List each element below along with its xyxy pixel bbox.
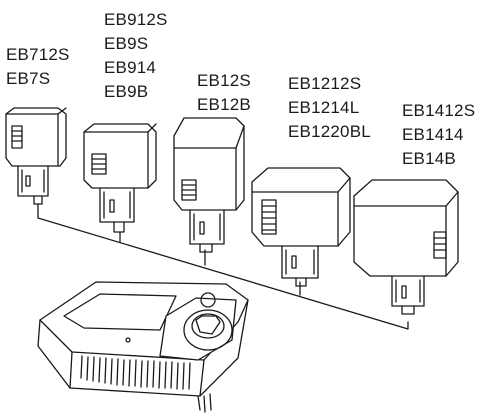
- battery-eb9-icon: [83, 123, 157, 233]
- battery-eb1212-icon: [251, 167, 351, 287]
- battery-eb7-icon: [5, 107, 67, 205]
- battery-eb12-icon: [173, 117, 245, 253]
- model-label-group-5: EB1412S EB1414 EB14B: [402, 99, 475, 171]
- model-label: EB7S: [6, 69, 51, 88]
- model-label-group-4: EB1212S EB1214L EB1220BL: [288, 72, 371, 144]
- charger-vent-grille: [80, 355, 191, 390]
- model-label: EB12B: [197, 95, 251, 114]
- model-label: EB1220BL: [288, 122, 371, 141]
- model-label: EB12S: [197, 71, 251, 90]
- model-label-group-2: EB912S EB9S EB914 EB9B: [104, 8, 168, 104]
- model-label: EB1212S: [288, 74, 362, 93]
- model-label: EB1414: [402, 125, 464, 144]
- model-label: EB1214L: [288, 98, 360, 117]
- model-label: EB914: [104, 58, 157, 77]
- battery-eb14-icon: [353, 179, 459, 315]
- model-label: EB9B: [104, 82, 149, 101]
- model-label-group-3: EB12S EB12B: [197, 69, 251, 117]
- model-label: EB14B: [402, 149, 456, 168]
- charger-icon: [37, 281, 249, 413]
- connector-lines: [37, 203, 409, 330]
- model-label: EB712S: [6, 45, 70, 64]
- model-label: EB1412S: [402, 101, 476, 120]
- model-label: EB9S: [104, 34, 149, 53]
- model-label: EB912S: [104, 10, 168, 29]
- model-label-group-1: EB712S EB7S: [6, 43, 70, 91]
